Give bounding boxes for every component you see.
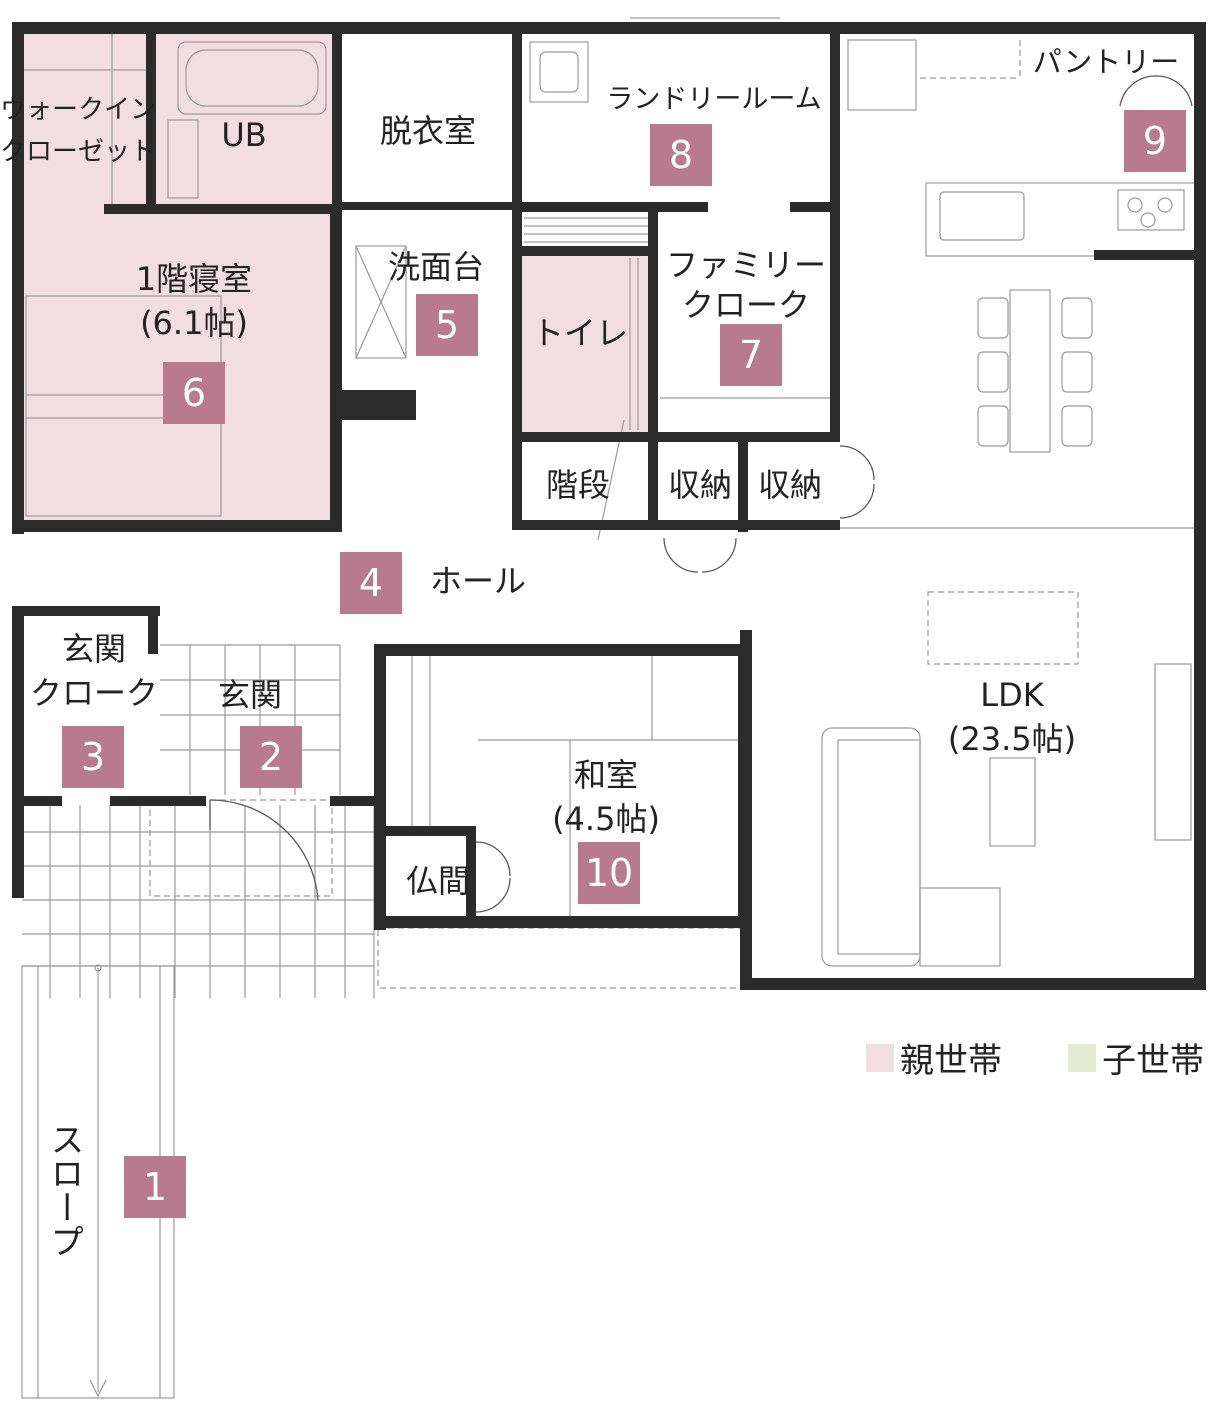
storage-label-2: 収納 (758, 466, 822, 504)
storage-label-1: 収納 (668, 466, 732, 504)
badge-1: 1 (143, 1165, 167, 1209)
badge-5: 5 (435, 303, 459, 347)
pantry-label: パントリー (1033, 45, 1179, 79)
bedroom-label-1: 1階寝室 (136, 260, 252, 298)
badge-9: 9 (1143, 119, 1167, 163)
ldk-label-1: LDK (980, 676, 1044, 714)
badge-6: 6 (182, 371, 206, 415)
badge-10: 10 (585, 851, 633, 895)
family-cloak-label-2: クローク (682, 286, 810, 324)
bedroom-shading (22, 32, 334, 520)
badge-7-box (720, 324, 782, 386)
dressing-room-label: 脱衣室 (380, 112, 476, 150)
legend-parents-label: 親世帯 (900, 1041, 1002, 1081)
entrance-cloak-label-2: クローク (30, 674, 158, 712)
badge-3: 3 (81, 735, 105, 779)
entrance-cloak-label-1: 玄関 (62, 630, 126, 668)
stairs-label: 階段 (546, 466, 610, 504)
room-labels: ウォークイン クローゼット UB 脱衣室 ランドリールーム パントリー 洗面台 … (0, 45, 1179, 1258)
legend-children-label: 子世帯 (1102, 1041, 1204, 1081)
ub-label: UB (221, 116, 266, 154)
parents-shading (22, 32, 650, 520)
badge-3-box (62, 726, 124, 788)
toilet-label: トイレ (532, 314, 628, 352)
walls (12, 22, 1206, 990)
badge-5-box (416, 294, 478, 356)
walk-in-closet-label-2: クローゼット (0, 137, 156, 167)
legend: 親世帯 子世帯 (866, 1041, 1204, 1081)
hall-label: ホール (430, 562, 526, 600)
badge-9-box (1124, 110, 1186, 172)
toilet-shading (520, 256, 650, 432)
badge-7: 7 (739, 333, 763, 377)
washitsu-label-2: (4.5帖) (552, 800, 660, 838)
legend-parents-swatch (866, 1044, 894, 1072)
badge-8: 8 (669, 133, 693, 177)
badge-6-box (163, 362, 225, 424)
butsuma-label: 仏間 (406, 862, 470, 900)
entrance-label: 玄関 (218, 676, 282, 714)
legend-children-swatch (1068, 1044, 1096, 1072)
badge-8-box (650, 124, 712, 186)
badge-4-box (340, 552, 402, 614)
washitsu-label-1: 和室 (574, 756, 638, 794)
laundry-room-label: ランドリールーム (606, 84, 821, 115)
badge-2-box (240, 726, 302, 788)
badge-1-box (124, 1156, 186, 1218)
washstand-label: 洗面台 (388, 248, 484, 286)
ldk-label-2: (23.5帖) (948, 720, 1076, 758)
room-number-badges: 1 2 3 4 5 6 7 8 9 10 (62, 110, 1186, 1218)
door-swings (209, 75, 1193, 913)
bedroom-label-2: (6.1帖) (140, 304, 248, 342)
badge-4: 4 (359, 561, 383, 605)
family-cloak-label-1: ファミリー (666, 246, 826, 284)
slope-label: スロープ (44, 1122, 84, 1258)
badge-10-box (578, 842, 640, 904)
badge-2: 2 (259, 735, 283, 779)
walk-in-closet-label-1: ウォークイン (0, 95, 156, 125)
